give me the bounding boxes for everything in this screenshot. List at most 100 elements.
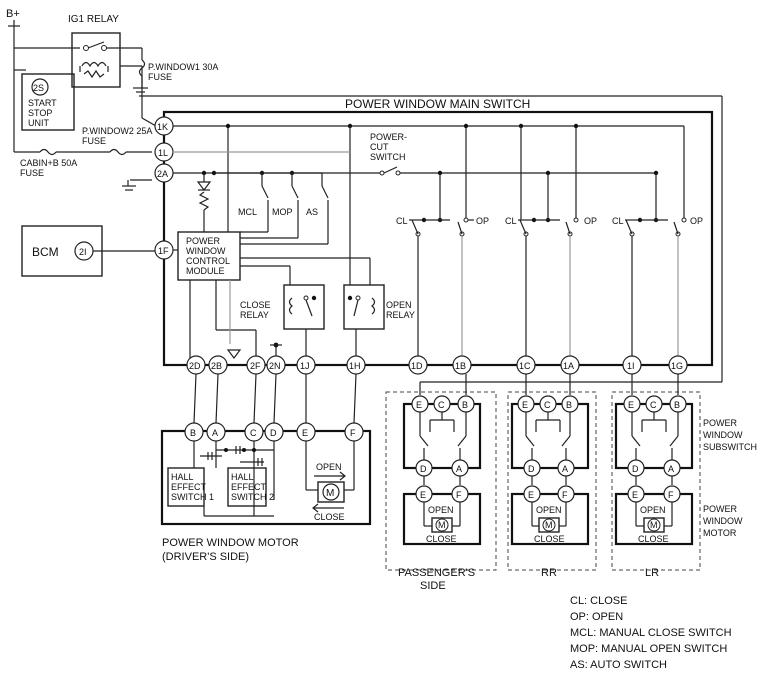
svg-text:CLOSE: CLOSE — [426, 534, 457, 544]
driver-terminal-a-label: A — [212, 428, 218, 438]
group-rr-border — [507, 391, 597, 571]
fuse-cabin-line-2: FUSE — [20, 168, 44, 178]
rr-subswitch: E C B D A E F OPEN M CLOSE — [510, 374, 590, 546]
start-stop-terminal-label: 2S — [33, 83, 44, 93]
op-label-1: OP — [476, 216, 489, 226]
terminal-1b-label: 1B — [455, 361, 466, 371]
svg-text:A: A — [668, 464, 674, 474]
hall-switch-1-box — [167, 467, 205, 507]
terminal-2f — [246, 355, 266, 375]
fuse-pwindow1-line-2: FUSE — [148, 72, 172, 82]
power-cut-line-3: SWITCH — [370, 152, 406, 162]
lr-subswitch: E C B D A E F OPEN M CLOSE — [614, 374, 694, 546]
driver-terminal-d-label: D — [270, 428, 277, 438]
fuse-pwindow1-line-1: P.WINDOW1 30A — [148, 62, 218, 72]
subswitch-label-1: POWER — [703, 418, 738, 428]
legend-mcl: MCL: MANUAL CLOSE SWITCH — [570, 627, 732, 639]
terminal-1k-label: 1K — [157, 122, 168, 132]
hall1-line-1: HALL — [171, 472, 194, 482]
hall1-line-3: SWITCH 1 — [171, 492, 214, 502]
svg-text:F: F — [668, 490, 674, 500]
cl-label-1: CL — [396, 216, 408, 226]
driver-motor-open-label: OPEN — [316, 462, 342, 472]
terminal-1j-label: 1J — [300, 361, 310, 371]
op-label-2: OP — [584, 216, 597, 226]
motor-label-3: MOTOR — [703, 528, 737, 538]
svg-text:A: A — [456, 464, 462, 474]
legend-as: AS: AUTO SWITCH — [570, 659, 667, 671]
driver-motor-caption-2: (DRIVER'S SIDE) — [162, 551, 249, 563]
fuse-cabin-line-1: CABIN+B 50A — [20, 158, 77, 168]
close-relay-line-2: RELAY — [240, 310, 269, 320]
terminal-1i-label: 1I — [627, 361, 635, 371]
ig1-relay-box — [71, 32, 121, 88]
driver-terminal-f-label: F — [350, 428, 356, 438]
driver-motor-m: M — [326, 488, 334, 499]
bcm-label: BCM — [32, 245, 59, 259]
terminal-2f-label: 2F — [250, 361, 261, 371]
open-relay-line-1: OPEN — [386, 300, 412, 310]
ig1-relay-label: IG1 RELAY — [68, 14, 119, 25]
driver-motor-symbol — [317, 481, 345, 503]
terminal-2d-label: 2D — [189, 361, 201, 371]
svg-text:OPEN: OPEN — [640, 505, 666, 515]
mcl-switch — [261, 173, 269, 232]
svg-text:CLOSE: CLOSE — [534, 534, 565, 544]
fuse-pwindow2-line-2: FUSE — [82, 136, 106, 146]
terminal-1g-label: 1G — [671, 361, 683, 371]
open-relay-line-2: RELAY — [386, 310, 415, 320]
svg-text:B: B — [674, 400, 680, 410]
control-module-line-3: CONTROL — [186, 256, 230, 266]
control-module-line-1: POWER — [186, 236, 221, 246]
group-label-rr: RR — [541, 567, 557, 579]
terminal-1b — [452, 355, 472, 375]
svg-text:C: C — [650, 400, 657, 410]
start-stop-line-2: STOP — [28, 108, 52, 118]
hall2-line-2: EFFECT — [231, 482, 267, 492]
driver-terminal-e-label: E — [302, 428, 308, 438]
driver-terminal-b-label: B — [190, 428, 196, 438]
group-label-side: SIDE — [420, 580, 446, 592]
terminal-2b-label: 2B — [211, 361, 222, 371]
terminal-1l-label: 1L — [158, 148, 168, 158]
bcm-terminal-label: 2I — [79, 247, 87, 257]
motor-label-2: WINDOW — [703, 516, 743, 526]
mop-switch — [291, 173, 299, 238]
svg-text:D: D — [420, 464, 427, 474]
svg-text:E: E — [528, 490, 534, 500]
svg-text:E: E — [628, 400, 634, 410]
legend-cl: CL: CLOSE — [570, 595, 627, 607]
group-passenger-border — [385, 391, 497, 571]
svg-text:D: D — [632, 464, 639, 474]
terminal-2a-label: 2A — [157, 169, 168, 179]
supply-label: B+ — [6, 8, 20, 20]
svg-text:E: E — [420, 490, 426, 500]
hall-switch-2-box — [227, 467, 267, 507]
cl-label-3: CL — [612, 216, 624, 226]
main-switch-box — [162, 110, 714, 367]
control-module-line-2: WINDOW — [186, 246, 226, 256]
legend-op: OP: OPEN — [570, 611, 623, 623]
group-lr-border — [611, 391, 701, 571]
close-relay-line-1: CLOSE — [240, 300, 271, 310]
terminal-1a-label: 1A — [563, 361, 574, 371]
terminal-2s — [31, 78, 49, 96]
switch-group-rr: CL OP — [505, 126, 597, 365]
svg-text:E: E — [632, 490, 638, 500]
power-cut-line-2: CUT — [370, 142, 389, 152]
start-stop-line-3: UNIT — [28, 118, 49, 128]
switch-label-mop: MOP — [272, 207, 293, 217]
cl-label-2: CL — [505, 216, 517, 226]
control-module-box — [177, 231, 241, 281]
svg-text:D: D — [528, 464, 535, 474]
group-label-passenger: PASSENGER'S — [398, 567, 475, 579]
switch-label-mcl: MCL — [238, 207, 257, 217]
open-relay-box — [343, 284, 385, 330]
svg-text:OPEN: OPEN — [536, 505, 562, 515]
svg-text:E: E — [522, 400, 528, 410]
group-label-lr: LR — [645, 567, 659, 579]
main-switch-title: POWER WINDOW MAIN SWITCH — [345, 97, 530, 111]
svg-text:C: C — [544, 400, 551, 410]
svg-text:CLOSE: CLOSE — [638, 534, 669, 544]
passenger-subswitch: E C B D A E F OPEN M CLOSE — [402, 374, 482, 546]
